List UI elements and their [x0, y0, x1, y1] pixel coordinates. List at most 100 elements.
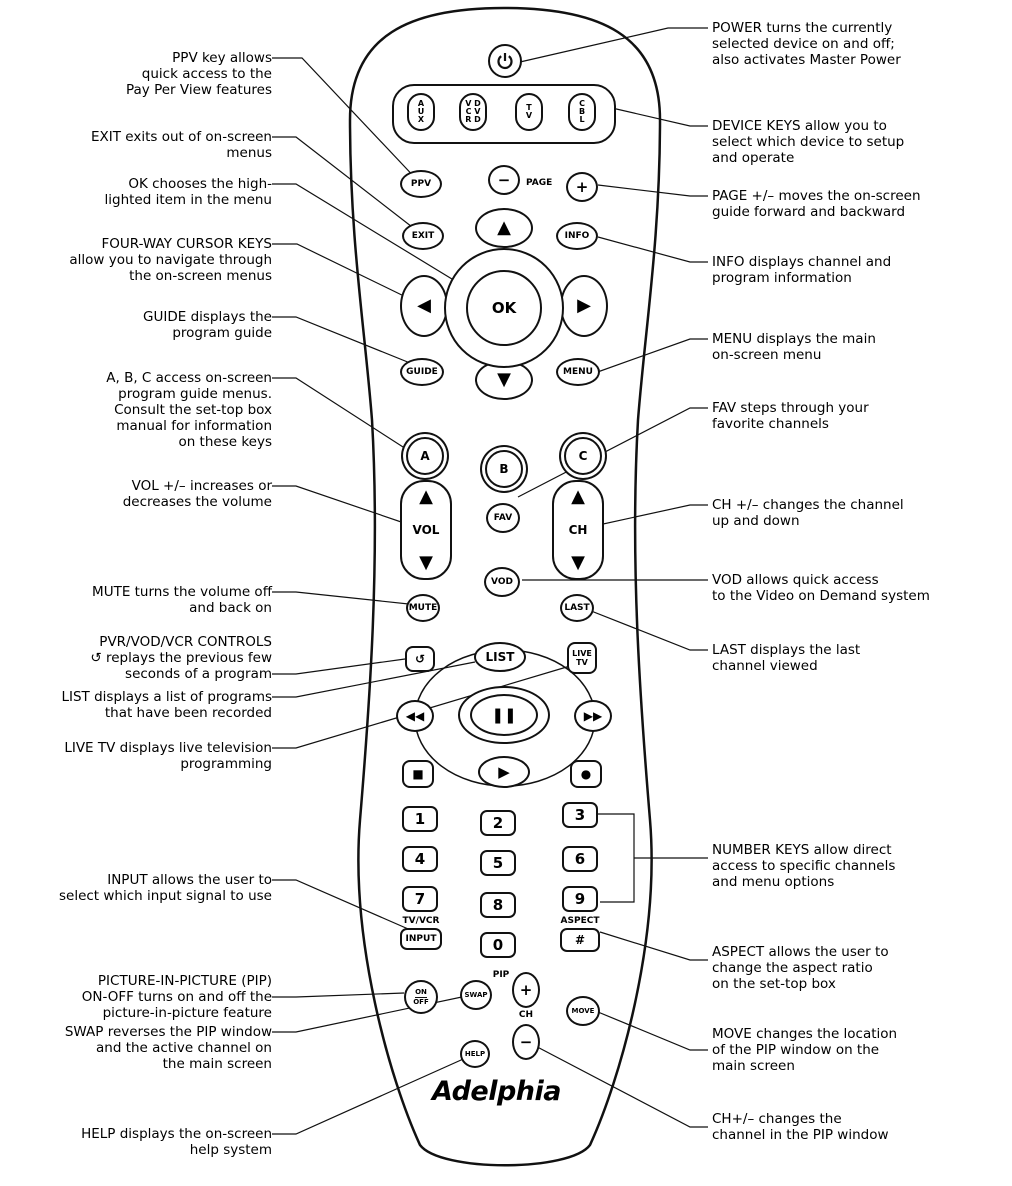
ch-label: CH	[569, 523, 588, 537]
label-vol: VOL +/– increases or decreases the volum…	[123, 478, 272, 510]
input-button[interactable]: INPUT	[400, 928, 442, 950]
hash-button[interactable]: #	[560, 928, 600, 952]
page-caption: PAGE	[526, 178, 552, 188]
label-page: PAGE +/– moves the on-screen guide forwa…	[712, 188, 921, 220]
record-button[interactable]: ●	[570, 760, 602, 788]
pip-ch-plus-button[interactable]: +	[512, 972, 540, 1008]
label-ch: CH +/– changes the channel up and down	[712, 497, 904, 529]
record-icon: ●	[581, 767, 591, 781]
rewind-button[interactable]: ◀◀	[396, 700, 434, 732]
swap-button[interactable]: SWAP	[460, 980, 492, 1010]
move-button[interactable]: MOVE	[566, 996, 600, 1026]
label-menu: MENU displays the main on-screen menu	[712, 331, 876, 363]
page-plus-button[interactable]: +	[566, 172, 598, 202]
label-live-tv: LIVE TV displays live television program…	[64, 740, 272, 772]
number-key-8[interactable]: 8	[480, 892, 516, 918]
fast-forward-button[interactable]: ▶▶	[574, 700, 612, 732]
play-icon: ▶	[498, 763, 510, 781]
pause-button[interactable]: ❚❚	[470, 694, 538, 736]
page-minus-button[interactable]: −	[488, 165, 520, 195]
label-fav: FAV steps through your favorite channels	[712, 400, 869, 432]
stop-icon: ■	[412, 767, 423, 781]
label-mute: MUTE turns the volume off and back on	[92, 584, 272, 616]
label-cursor-keys: FOUR-WAY CURSOR KEYS allow you to naviga…	[69, 236, 272, 284]
live-tv-button[interactable]: LIVE TV	[567, 642, 597, 674]
vol-label: VOL	[413, 523, 440, 537]
number-key-1[interactable]: 1	[402, 806, 438, 832]
last-button[interactable]: LAST	[560, 594, 594, 622]
a-button[interactable]: A	[406, 437, 444, 475]
pause-icon: ❚❚	[491, 706, 516, 724]
right-arrow-icon: ▶	[577, 297, 591, 315]
label-pip-ch: CH+/– changes the channel in the PIP win…	[712, 1111, 889, 1143]
vol-up-icon: ▲	[419, 488, 433, 506]
exit-button[interactable]: EXIT	[402, 222, 444, 250]
number-key-3[interactable]: 3	[562, 802, 598, 828]
mute-button[interactable]: MUTE	[406, 594, 440, 622]
b-button[interactable]: B	[485, 450, 523, 488]
on-label: ON	[415, 988, 427, 998]
help-button[interactable]: HELP	[460, 1040, 490, 1068]
power-icon	[495, 51, 515, 71]
info-button[interactable]: INFO	[556, 222, 598, 250]
vod-button[interactable]: VOD	[484, 567, 520, 597]
fav-button[interactable]: FAV	[486, 503, 520, 533]
replay-icon: ↺	[415, 652, 425, 666]
play-button[interactable]: ▶	[478, 756, 530, 788]
label-vod: VOD allows quick access to the Video on …	[712, 572, 930, 604]
number-key-4[interactable]: 4	[402, 846, 438, 872]
label-last: LAST displays the last channel viewed	[712, 642, 860, 674]
label-info: INFO displays channel and program inform…	[712, 254, 891, 286]
label-swap: SWAP reverses the PIP window and the act…	[65, 1024, 272, 1072]
pip-on-off-button[interactable]: ON OFF	[404, 980, 438, 1014]
label-pip-on-off: PICTURE-IN-PICTURE (PIP) ON-OFF turns on…	[82, 973, 272, 1021]
fast-forward-icon: ▶▶	[584, 709, 602, 723]
aspect-caption: ASPECT	[556, 916, 604, 926]
guide-button[interactable]: GUIDE	[400, 358, 444, 386]
power-button[interactable]	[488, 44, 522, 78]
pip-ch-caption: CH	[512, 1010, 540, 1020]
replay-button[interactable]: ↺	[405, 646, 435, 672]
label-help: HELP displays the on-screen help system	[81, 1126, 272, 1158]
ppv-button[interactable]: PPV	[400, 170, 442, 198]
label-list: LIST displays a list of programs that ha…	[61, 689, 272, 721]
volume-rocker[interactable]: ▲ VOL ▼	[400, 480, 452, 580]
label-guide: GUIDE displays the program guide	[143, 309, 272, 341]
number-key-5[interactable]: 5	[480, 850, 516, 876]
tv-vcr-caption: TV/VCR	[398, 916, 444, 926]
cursor-right-button[interactable]: ▶	[560, 275, 608, 337]
number-key-6[interactable]: 6	[562, 846, 598, 872]
number-key-9[interactable]: 9	[562, 886, 598, 912]
label-number-keys: NUMBER KEYS allow direct access to speci…	[712, 842, 895, 890]
label-exit: EXIT exits out of on-screen menus	[91, 129, 272, 161]
list-button[interactable]: LIST	[474, 642, 526, 672]
cursor-left-button[interactable]: ◀	[400, 275, 448, 337]
stop-button[interactable]: ■	[402, 760, 434, 788]
rewind-icon: ◀◀	[406, 709, 424, 723]
number-key-0[interactable]: 0	[480, 932, 516, 958]
pip-ch-minus-button[interactable]: −	[512, 1024, 540, 1060]
vol-down-icon: ▼	[419, 554, 433, 572]
off-label: OFF	[413, 998, 429, 1006]
label-input: INPUT allows the user to select which in…	[59, 872, 272, 904]
c-button[interactable]: C	[564, 437, 602, 475]
down-arrow-icon: ▼	[497, 371, 511, 389]
label-power: POWER turns the currently selected devic…	[712, 20, 901, 68]
up-arrow-icon: ▲	[497, 219, 511, 237]
pip-caption: PIP	[486, 970, 516, 980]
label-ok: OK chooses the high- lighted item in the…	[105, 176, 273, 208]
channel-rocker[interactable]: ▲ CH ▼	[552, 480, 604, 580]
left-arrow-icon: ◀	[417, 297, 431, 315]
number-key-7[interactable]: 7	[402, 886, 438, 912]
ch-down-icon: ▼	[571, 554, 585, 572]
number-key-2[interactable]: 2	[480, 810, 516, 836]
cursor-up-button[interactable]: ▲	[475, 208, 533, 248]
ok-button[interactable]: OK	[466, 270, 542, 346]
menu-button[interactable]: MENU	[556, 358, 600, 386]
label-move: MOVE changes the location of the PIP win…	[712, 1026, 897, 1074]
label-device-keys: DEVICE KEYS allow you to select which de…	[712, 118, 904, 166]
